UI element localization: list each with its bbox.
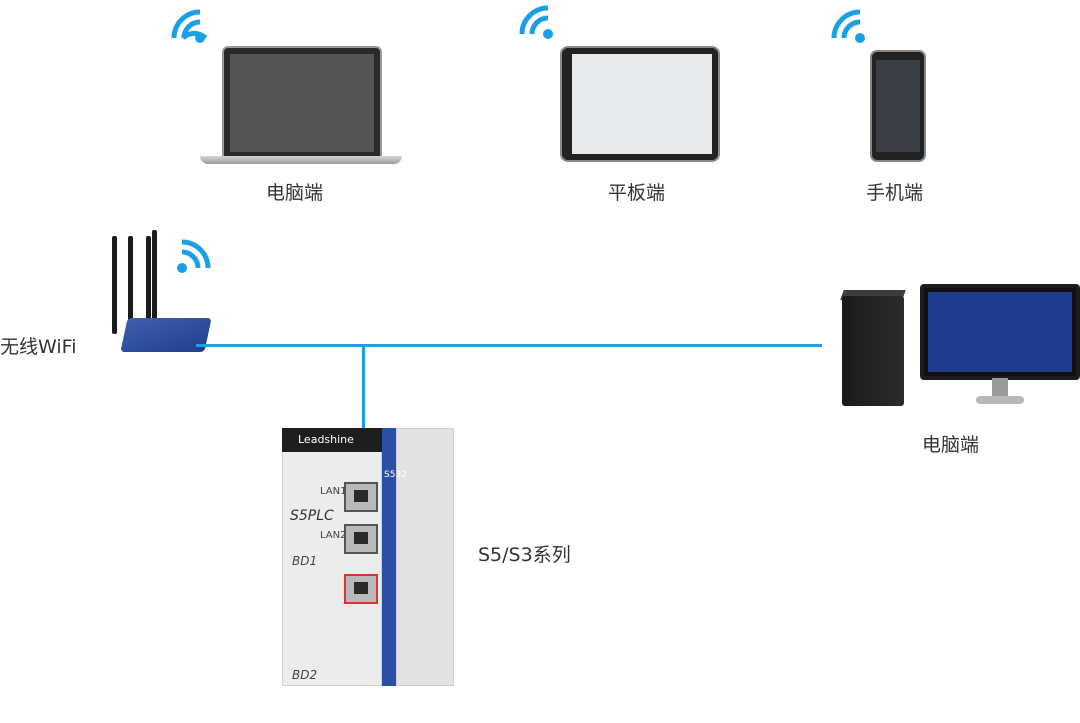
phone-device — [870, 50, 926, 162]
network-link-horizontal — [196, 344, 822, 347]
router-antenna — [152, 230, 157, 322]
ethercat-port — [344, 574, 378, 604]
pc-monitor — [920, 284, 1080, 380]
plc-io-module — [396, 428, 454, 686]
router-antenna — [112, 236, 117, 334]
router-label: 无线WiFi — [0, 336, 77, 358]
router-antenna — [146, 236, 151, 326]
wifi-icon-laptop — [171, 9, 208, 43]
router-antenna — [128, 236, 133, 334]
network-link-plc — [362, 344, 365, 496]
lan1-label: LAN1 — [320, 486, 347, 497]
lan2-port — [344, 524, 378, 554]
monitor-neck — [992, 378, 1008, 396]
laptop-device — [222, 46, 382, 158]
tablet-label: 平板端 — [608, 182, 666, 204]
plc-main-body — [282, 428, 382, 686]
module-label: S532 — [384, 470, 407, 480]
laptop-base — [200, 156, 402, 164]
wifi-icon-router — [177, 239, 211, 273]
wifi-icon-phone — [831, 9, 865, 43]
bd1-label: BD1 — [292, 554, 318, 568]
phone-label: 手机端 — [866, 182, 924, 204]
pc-tower — [842, 296, 904, 406]
monitor-foot — [976, 396, 1024, 404]
laptop-label: 电脑端 — [266, 182, 324, 204]
plc-module-strip — [382, 428, 396, 686]
plc-model: S5PLC — [290, 508, 334, 524]
plc-label: S5/S3系列 — [478, 544, 571, 566]
plc-brand: Leadshine — [282, 428, 382, 452]
desktop-label: 电脑端 — [922, 434, 980, 456]
wifi-icon-tablet — [519, 5, 553, 39]
tablet-device — [560, 46, 720, 162]
lan1-port — [344, 482, 378, 512]
lan2-label: LAN2 — [320, 530, 347, 541]
bd2-label: BD2 — [292, 668, 318, 682]
